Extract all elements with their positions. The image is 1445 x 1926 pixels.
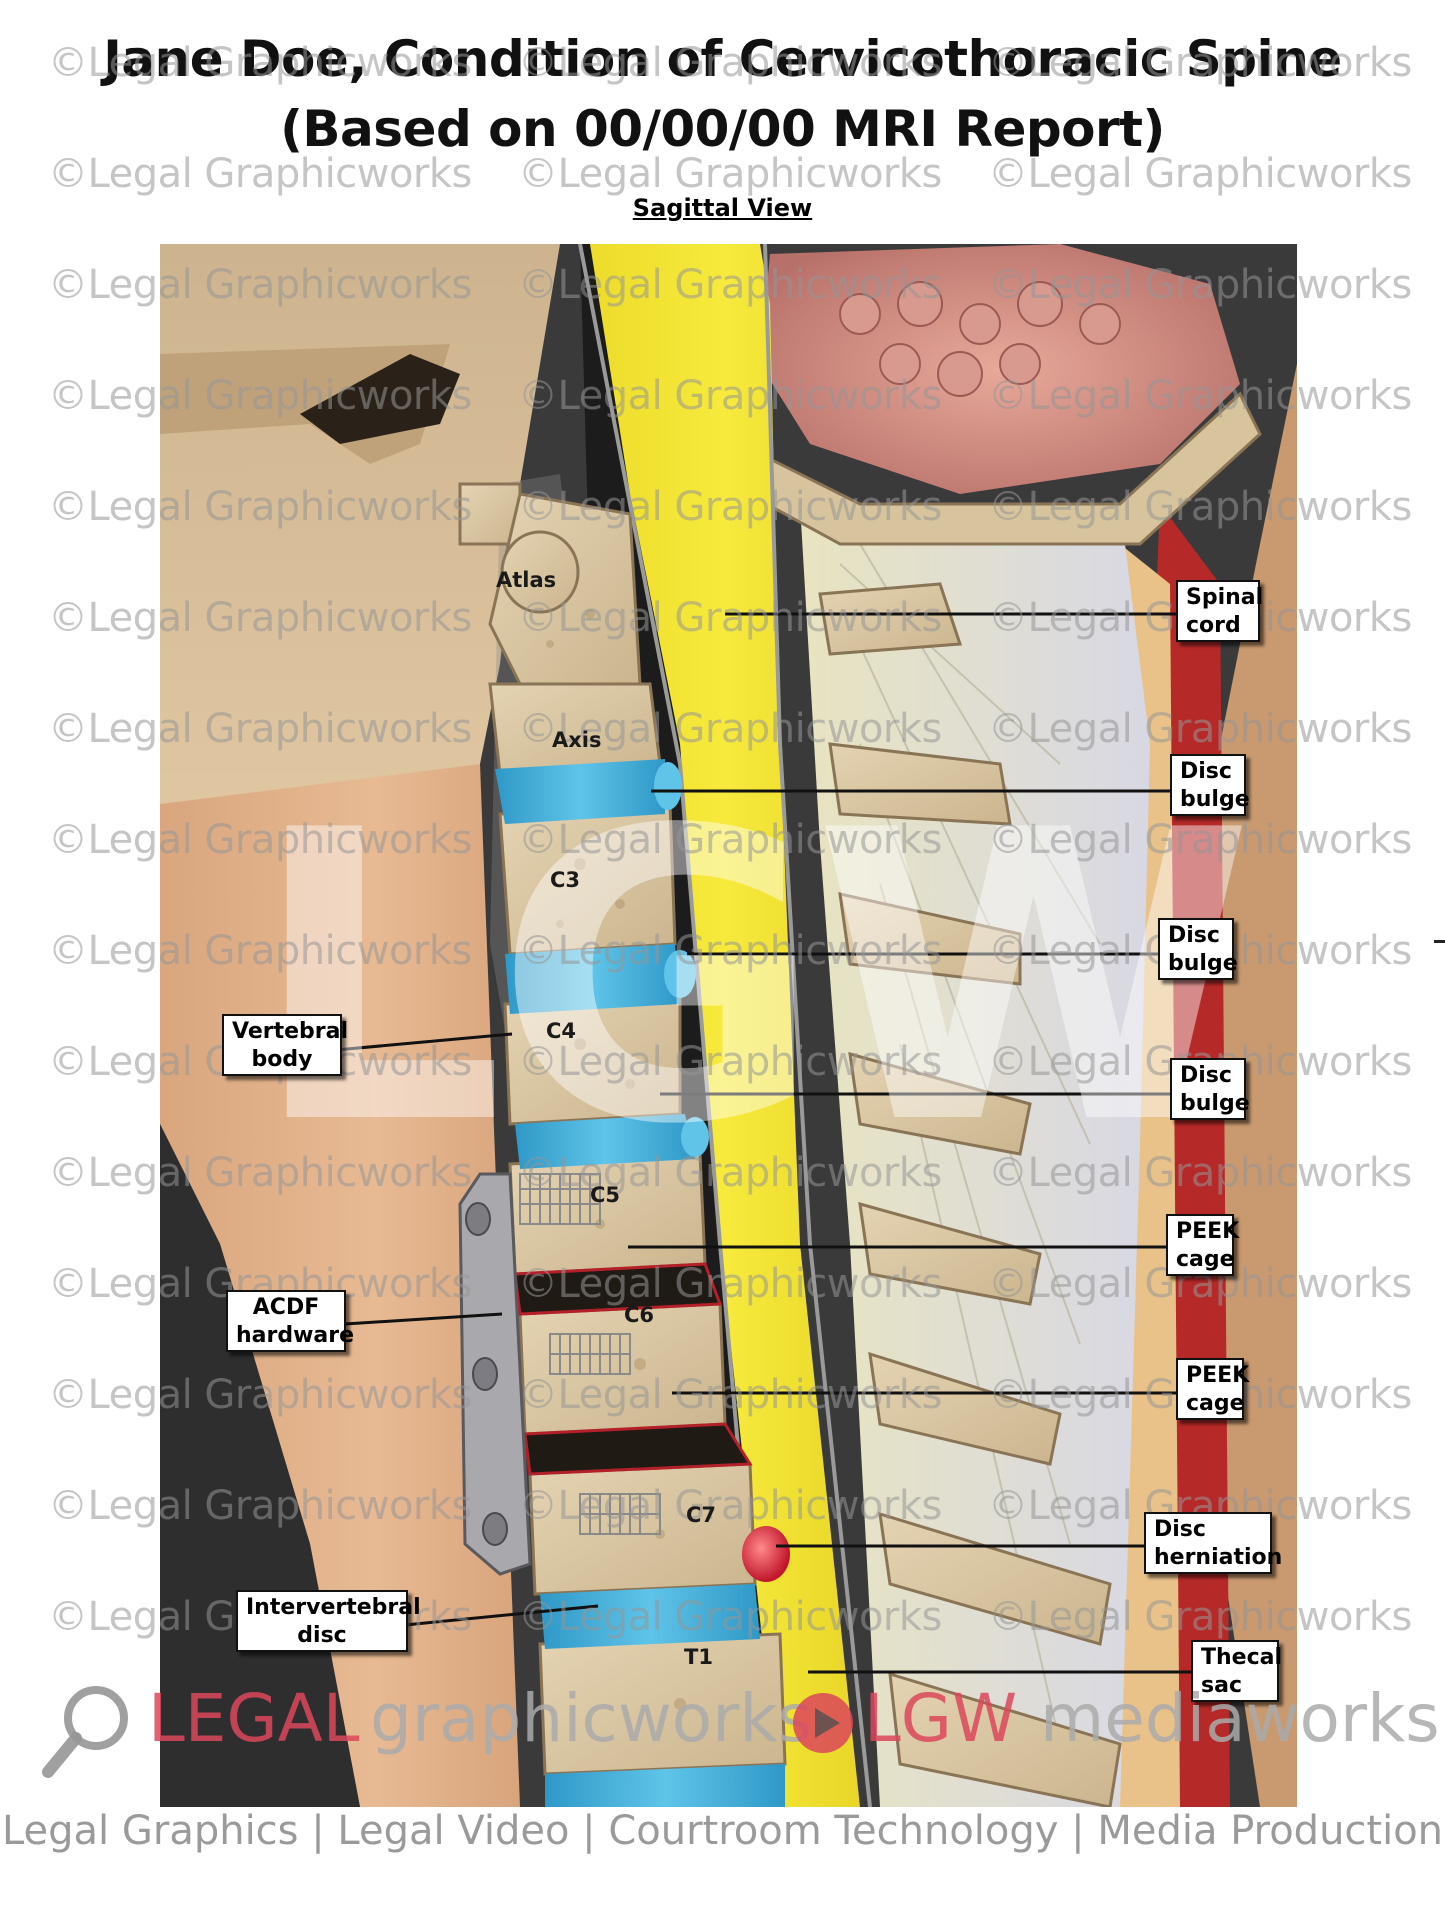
- center-watermark-logo: LGW: [250, 747, 1254, 1212]
- brand-legal: LEGAL: [148, 1680, 360, 1757]
- magnifier-icon: [42, 1686, 128, 1778]
- page-title: Jane Doe, Condition of Cervicothoracic S…: [103, 30, 1342, 88]
- label-c3: C3: [550, 868, 581, 892]
- play-icon: [793, 1693, 853, 1753]
- label-c6: C6: [624, 1303, 655, 1327]
- label-axis: Axis: [552, 728, 602, 752]
- label-t1: T1: [684, 1645, 713, 1669]
- leader-intervertebral-disc: [404, 1604, 599, 1627]
- leader-acdf-hardware: [344, 1312, 503, 1326]
- footer-services: Legal Graphics | Legal Video | Courtroom…: [1, 1808, 1444, 1854]
- label-c5: C5: [590, 1183, 621, 1207]
- view-label: Sagittal View: [632, 194, 813, 222]
- label-c7: C7: [686, 1503, 717, 1527]
- branding-row: LEGAL graphicworks LGW mediaworks: [40, 1680, 1440, 1778]
- edge-tick: [1434, 940, 1445, 943]
- brand-mediaworks: mediaworks: [1040, 1680, 1440, 1757]
- label-atlas: Atlas: [496, 568, 557, 592]
- page-subtitle-report: (Based on 00/00/00 MRI Report): [280, 100, 1165, 158]
- brand-graphicworks: graphicworks: [370, 1680, 812, 1757]
- spine-illustration: [160, 244, 1297, 1807]
- leader-vertebral-body: [335, 1032, 513, 1052]
- brand-lgw: LGW: [864, 1680, 1018, 1757]
- label-c4: C4: [546, 1019, 577, 1043]
